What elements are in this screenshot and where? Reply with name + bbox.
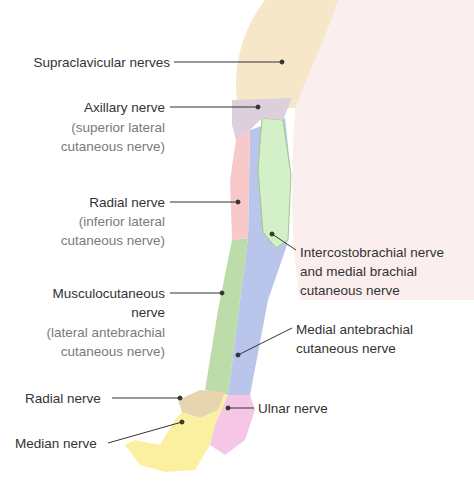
nerve-sublabel: (inferior lateral cutaneous nerve) — [35, 212, 165, 250]
ulnar-region — [210, 395, 255, 455]
nerve-label: Ulnar nerve — [258, 399, 378, 418]
nerve-label: Supraclavicular nerves — [0, 53, 170, 72]
axillary-region — [232, 98, 292, 140]
nerve-label: Musculocutaneous nerve — [35, 284, 165, 322]
nerve-label: Intercostobrachial nerve and medial brac… — [300, 243, 470, 300]
nerve-label: Axillary nerve — [0, 98, 165, 117]
supraclavicular-region — [236, 0, 338, 108]
radial-arm-region — [230, 130, 250, 240]
radial-hand-region — [178, 390, 225, 418]
nerve-label: Median nerve — [15, 434, 125, 453]
nerve-sublabel: (lateral antebrachial cutaneous nerve) — [25, 323, 165, 361]
nerve-label: Medial antebrachial cutaneous nerve — [296, 320, 446, 358]
nerve-label: Radial nerve — [0, 193, 165, 212]
musculocutaneous-region — [205, 238, 248, 395]
nerve-label: Radial nerve — [25, 389, 125, 408]
leader-lines — [108, 60, 296, 443]
nerve-sublabel: (superior lateral cutaneous nerve) — [35, 118, 165, 156]
intercostobrachial-region — [258, 118, 291, 248]
